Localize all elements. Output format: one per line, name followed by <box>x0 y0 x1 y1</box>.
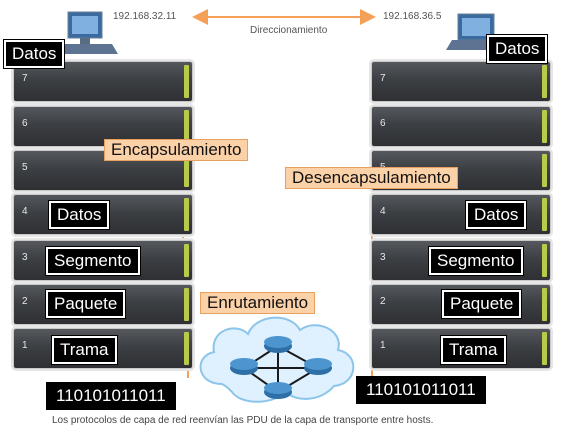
dest-datos-pdu: Datos <box>466 201 527 229</box>
dest-paquete-pdu: Paquete <box>442 290 522 318</box>
router-icon <box>264 382 292 399</box>
source-paquete-pdu: Paquete <box>46 290 126 318</box>
network-cloud-icon <box>199 316 355 403</box>
source-trama-pdu: Trama <box>52 336 117 364</box>
encapsulation-label: Encapsulamiento <box>104 139 249 161</box>
router-icon <box>264 336 292 353</box>
source-data-label: Datos <box>4 40 65 68</box>
source-segmento-pdu: Segmento <box>46 247 140 275</box>
dest-trama-pdu: Trama <box>441 336 506 364</box>
source-computer-icon <box>56 11 118 54</box>
routing-label: Enrutamiento <box>200 292 316 314</box>
source-ip: 192.168.32.11 <box>113 11 177 22</box>
dest-layer-6: 6 <box>371 106 551 147</box>
router-icon <box>304 358 332 375</box>
source-datos-pdu: Datos <box>49 201 110 229</box>
dest-layer-7: 7 <box>371 61 551 102</box>
caption: Los protocolos de capa de red reenvían l… <box>52 415 434 426</box>
addressing-label: Direccionamiento <box>250 25 328 36</box>
dest-data-label: Datos <box>487 35 548 63</box>
dest-ip: 192.168.36.5 <box>383 11 442 22</box>
source-bitstream: 110101011011 <box>46 382 176 410</box>
dest-segmento-pdu: Segmento <box>429 247 523 275</box>
decapsulation-label: Desencapsulamiento <box>285 167 458 189</box>
dest-bitstream: 110101011011 <box>356 376 486 404</box>
router-icon <box>230 358 258 375</box>
